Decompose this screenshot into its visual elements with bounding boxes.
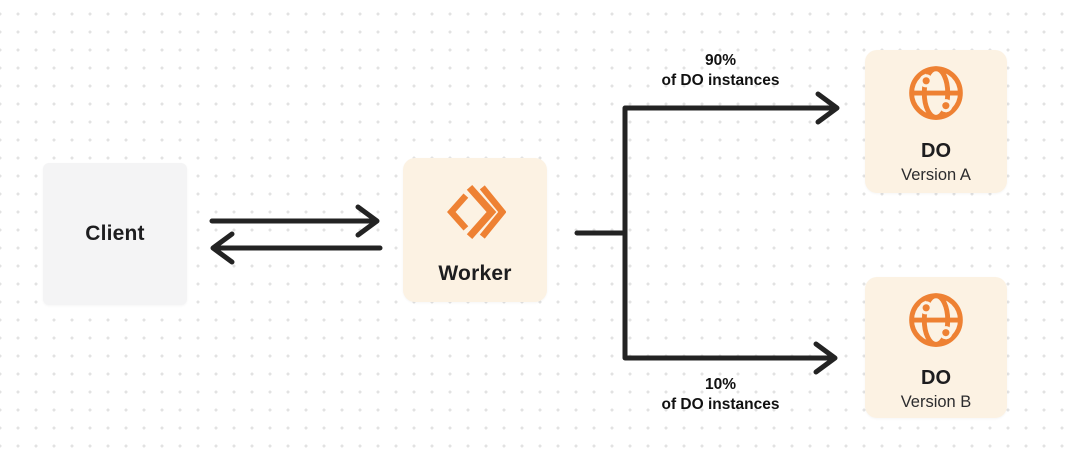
arrowhead-to-version-b-icon	[813, 341, 838, 375]
worker-label: Worker	[438, 262, 512, 285]
split-label-10-percent: 10% of DO instances	[618, 375, 823, 414]
split-percent: 90%	[704, 52, 737, 69]
client-label: Client	[85, 222, 145, 245]
arrow-worker-to-client	[210, 231, 383, 265]
split-label-90-percent: 90% of DO instances	[618, 51, 823, 90]
durable-object-globe-icon	[909, 293, 963, 347]
split-percent: 10%	[704, 376, 737, 393]
worker-node: Worker	[403, 158, 547, 302]
do-version-a-node: DO Version A	[865, 50, 1007, 193]
split-caption: of DO instances	[661, 71, 780, 89]
do-version-b-subtitle: Version B	[900, 393, 972, 411]
client-node: Client	[43, 163, 187, 305]
arrowhead-to-version-a-icon	[815, 91, 840, 125]
do-version-a-title: DO	[921, 140, 951, 162]
do-version-a-subtitle: Version A	[901, 166, 971, 184]
cloudflare-workers-logo-icon	[447, 184, 506, 240]
do-version-b-title: DO	[921, 367, 951, 389]
split-caption: of DO instances	[661, 395, 780, 413]
branch-connector	[574, 105, 834, 361]
arrow-client-to-worker	[209, 204, 380, 238]
do-version-b-node: DO Version B	[865, 277, 1007, 418]
durable-object-globe-icon	[909, 66, 963, 120]
